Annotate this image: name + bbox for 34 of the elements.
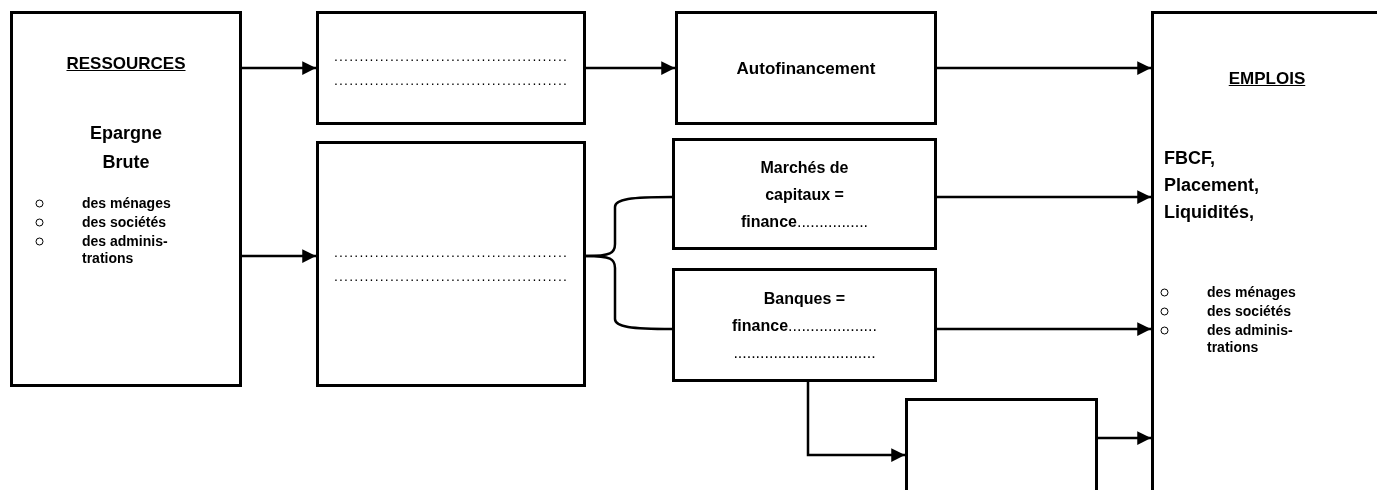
brace-connector	[586, 254, 672, 331]
arrow	[586, 61, 675, 75]
list-item: des sociétés	[1207, 302, 1293, 320]
fill-in-line: ..............................................	[333, 47, 569, 65]
node-text: Banques = finance.................... ................................	[731, 288, 878, 363]
arrow	[242, 61, 316, 75]
text-box	[672, 268, 937, 382]
list-item: des ménages	[1207, 283, 1297, 301]
arrow	[806, 382, 905, 462]
arrow	[937, 190, 1151, 204]
text-box	[316, 11, 586, 125]
node-text: Marchés de capitaux = finance................	[739, 157, 870, 232]
text-box	[316, 141, 586, 387]
arrow	[937, 322, 1151, 336]
text-box	[1151, 11, 1377, 490]
list-item: des adminis- trations	[1207, 321, 1294, 356]
arrow	[1098, 431, 1151, 445]
arrow	[937, 61, 1151, 75]
empty-box	[905, 398, 1098, 490]
fill-in-line: ..............................................	[333, 243, 569, 261]
list-item: des adminis- trations	[82, 232, 169, 267]
node-text: FBCF, Placement, Liquidités,	[1164, 146, 1261, 224]
node-text: Autofinancement	[736, 57, 876, 80]
text-box	[675, 11, 937, 125]
node-text: Epargne Brute	[89, 121, 163, 174]
column-heading: EMPLOIS	[1228, 68, 1306, 90]
column-heading: RESSOURCES	[66, 53, 186, 75]
list-item: des sociétés	[82, 213, 168, 231]
fill-in-line: ..............................................	[333, 71, 569, 89]
fill-in-line: ..............................................	[333, 267, 569, 285]
text-box	[10, 11, 242, 387]
arrow	[242, 249, 316, 263]
list-item: des ménages	[82, 194, 172, 212]
text-box	[672, 138, 937, 250]
